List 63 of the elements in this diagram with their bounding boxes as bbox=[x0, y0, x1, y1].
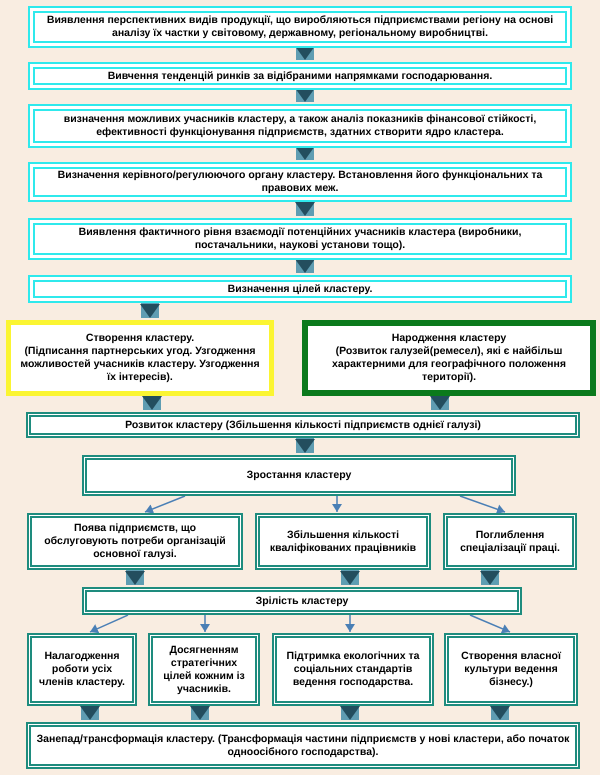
block-arrow bbox=[295, 88, 315, 102]
arrow bbox=[470, 614, 510, 634]
process-box bbox=[302, 320, 596, 396]
box-text: Створення власної культури ведення бізнесу.) bbox=[460, 650, 562, 689]
block-arrow bbox=[295, 46, 315, 60]
box-text: Визначення цілей кластеру. bbox=[228, 282, 372, 296]
process-box bbox=[28, 62, 572, 90]
block-arrow bbox=[490, 706, 510, 720]
box-heading: Народження кластеру bbox=[392, 332, 506, 345]
process-box bbox=[28, 218, 572, 260]
block-arrow bbox=[140, 303, 160, 318]
arrow bbox=[200, 615, 210, 632]
box-text: Визначення керівного/регулюючого органу кластеру. Встановлення його функціональних та правових меж. bbox=[56, 169, 544, 195]
process-box bbox=[28, 104, 572, 148]
process-box bbox=[6, 320, 274, 396]
box-text: Розвиток кластеру (Збільшення кількості підприємств однієї галузі) bbox=[125, 418, 481, 432]
box-text: Збільшення кількості кваліфікованих працівників bbox=[268, 528, 418, 554]
process-box bbox=[26, 722, 580, 769]
block-arrow bbox=[142, 396, 162, 410]
box-text: Занепад/трансформація кластеру. (Трансформація частини підприємств у нові кластери, або початок одноосібного господарства). bbox=[36, 732, 570, 758]
block-arrow bbox=[430, 396, 450, 410]
process-box bbox=[255, 513, 431, 570]
process-box bbox=[26, 412, 580, 438]
process-box bbox=[28, 275, 572, 303]
arrow bbox=[345, 615, 355, 632]
process-box bbox=[82, 587, 522, 615]
process-box bbox=[27, 513, 243, 570]
box-text: Поглиблення спеціалізації праці. bbox=[459, 528, 561, 554]
block-arrow bbox=[340, 570, 360, 585]
block-arrow bbox=[295, 438, 315, 453]
arrow bbox=[332, 496, 342, 512]
block-arrow bbox=[295, 146, 315, 160]
arrow bbox=[90, 614, 128, 634]
process-box bbox=[272, 633, 434, 706]
process-box bbox=[148, 633, 260, 706]
box-text: (Розвиток галузей(ремесел), які є найбільш характерними для географічного положення території). bbox=[331, 345, 567, 384]
box-text: (Підписання партнерських угод. Узгодження можливостей учасників кластеру. Узгодження їх інтересів). bbox=[19, 345, 261, 384]
arrow bbox=[460, 495, 506, 514]
box-heading: Створення кластеру. bbox=[86, 332, 194, 345]
box-text: визначення можливих учасників кластеру, а також аналіз показників фінансової стійкості, ефективності функціонування підприємств, здатних створити ядро кластера. bbox=[62, 113, 538, 139]
process-box bbox=[444, 633, 578, 706]
box-text: Зростання кластеру bbox=[246, 469, 352, 482]
block-arrow bbox=[480, 570, 500, 585]
block-arrow bbox=[295, 202, 315, 216]
box-text: Досягненням стратегічних цілей кожним із учасників. bbox=[162, 644, 246, 696]
box-text: Виявлення перспективних видів продукції, що виробляються підприємствами регіону на основі аналізу їх частки у світовому, державному, регіональному виробництві. bbox=[46, 14, 554, 40]
process-box bbox=[28, 6, 572, 48]
box-text: Зрілість кластеру bbox=[256, 594, 348, 608]
box-text: Виявлення фактичного рівня взаємодії потенційних учасників кластера (виробники, постачальники, наукові установи тощо). bbox=[78, 226, 522, 252]
arrow bbox=[144, 495, 186, 514]
block-arrow bbox=[340, 706, 360, 720]
block-arrow bbox=[295, 259, 315, 273]
process-box bbox=[28, 162, 572, 202]
box-text: Підтримка екологічних та соціальних стандартів ведення господарства. bbox=[286, 650, 420, 689]
process-box bbox=[443, 513, 577, 570]
process-box bbox=[82, 455, 516, 496]
process-box bbox=[27, 633, 137, 706]
box-text: Поява підприємств, що обслуговують потреби організацій основної галузі. bbox=[43, 522, 227, 561]
box-text: Налагодження роботи усіх членів кластеру. bbox=[38, 650, 126, 689]
block-arrow bbox=[125, 570, 145, 585]
block-arrow bbox=[190, 706, 210, 720]
block-arrow bbox=[80, 706, 100, 720]
box-text: Вивчення тенденцій ринків за відібраними напрямками господарювання. bbox=[108, 70, 492, 82]
